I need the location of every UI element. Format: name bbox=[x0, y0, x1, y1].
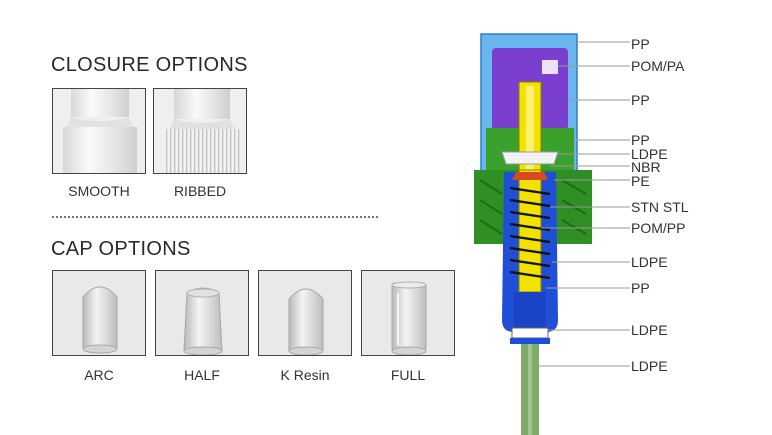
section-divider bbox=[52, 216, 378, 218]
part-label-dip-tube-ldpe: LDPE bbox=[631, 358, 668, 374]
pump-cross-section-diagram bbox=[474, 33, 630, 435]
cap-full-label: FULL bbox=[390, 367, 426, 383]
closure-smooth-label: SMOOTH bbox=[68, 183, 130, 199]
closure-options-title: CLOSURE OPTIONS bbox=[51, 54, 248, 76]
part-label-actuator: PP bbox=[631, 92, 650, 108]
cap-full-image[interactable] bbox=[361, 270, 455, 356]
closure-smooth-image[interactable] bbox=[52, 88, 146, 174]
part-label-valve-ldpe: LDPE bbox=[631, 322, 668, 338]
part-label-spring: STN STL bbox=[631, 199, 689, 215]
part-label-housing-pp: PP bbox=[631, 280, 650, 296]
part-label-pe: PE bbox=[631, 173, 650, 189]
part-label-piston-ldpe: LDPE bbox=[631, 254, 668, 270]
cap-half-image[interactable] bbox=[155, 270, 249, 356]
cap-arc-label: ARC bbox=[84, 367, 114, 383]
cap-k-resin-image[interactable] bbox=[258, 270, 352, 356]
part-label-overcap: PP bbox=[631, 36, 650, 52]
cap-options-title: CAP OPTIONS bbox=[51, 238, 191, 260]
part-label-closure: PP bbox=[631, 132, 650, 148]
cap-arc-image[interactable] bbox=[52, 270, 146, 356]
part-label-gasket-ldpe: LDPE bbox=[631, 146, 668, 162]
part-label-actuator-insert: POM/PA bbox=[631, 58, 685, 74]
closure-ribbed-image[interactable] bbox=[153, 88, 247, 174]
part-label-nbr: NBR bbox=[631, 159, 661, 175]
part-label-stem: POM/PP bbox=[631, 220, 686, 236]
closure-ribbed-label: RIBBED bbox=[173, 183, 227, 199]
spring-shape bbox=[509, 186, 551, 280]
cap-k-resin-label: K Resin bbox=[280, 367, 330, 383]
cap-half-label: HALF bbox=[184, 367, 220, 383]
